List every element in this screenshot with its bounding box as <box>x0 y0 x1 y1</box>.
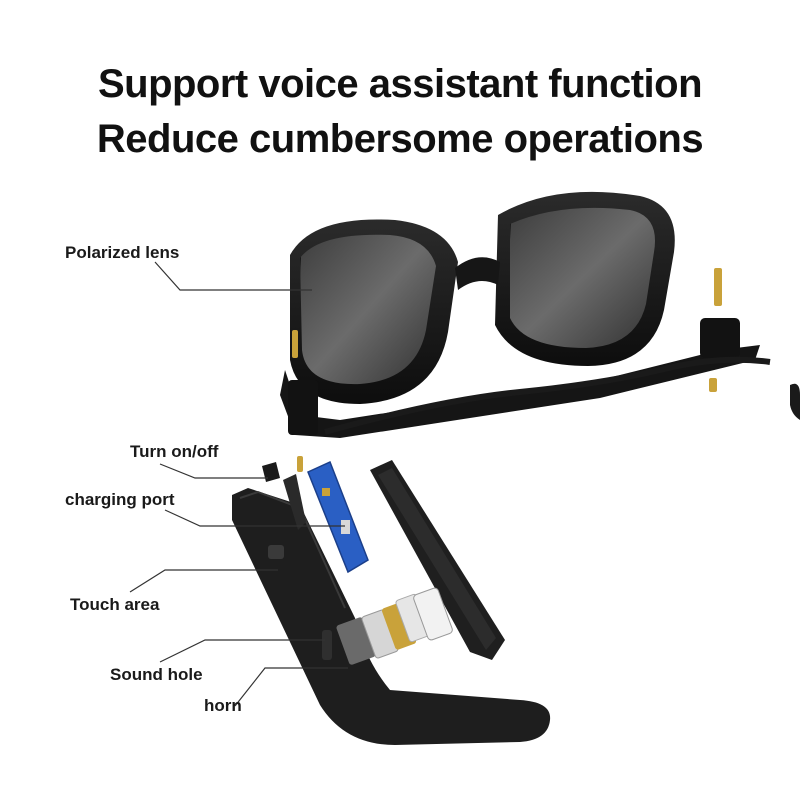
callout-touch-area: Touch area <box>70 595 160 614</box>
callout-charging-port: charging port <box>65 490 175 509</box>
circuit-board <box>307 460 369 574</box>
line-touch-area <box>129 569 278 593</box>
callout-turn-on-off: Turn on/off <box>130 442 219 461</box>
glasses-frame <box>280 191 800 438</box>
callout-lines <box>129 261 348 707</box>
headline-line-1: Support voice assistant function <box>97 62 703 106</box>
temple-arm <box>232 488 551 745</box>
speaker-battery-stack <box>336 587 453 665</box>
callout-polarized-lens: Polarized lens <box>65 243 180 262</box>
line-turn-on-off <box>159 463 268 479</box>
line-horn <box>234 667 348 707</box>
line-polarized-lens <box>154 261 312 291</box>
line-sound-hole <box>159 639 325 663</box>
headline-line-2: Reduce cumbersome operations <box>96 117 704 161</box>
line-charging-port <box>164 509 345 527</box>
callout-sound-hole: Sound hole <box>110 665 203 684</box>
callout-horn: horn <box>204 696 242 715</box>
small-components <box>262 456 306 530</box>
inner-cover <box>370 460 505 660</box>
